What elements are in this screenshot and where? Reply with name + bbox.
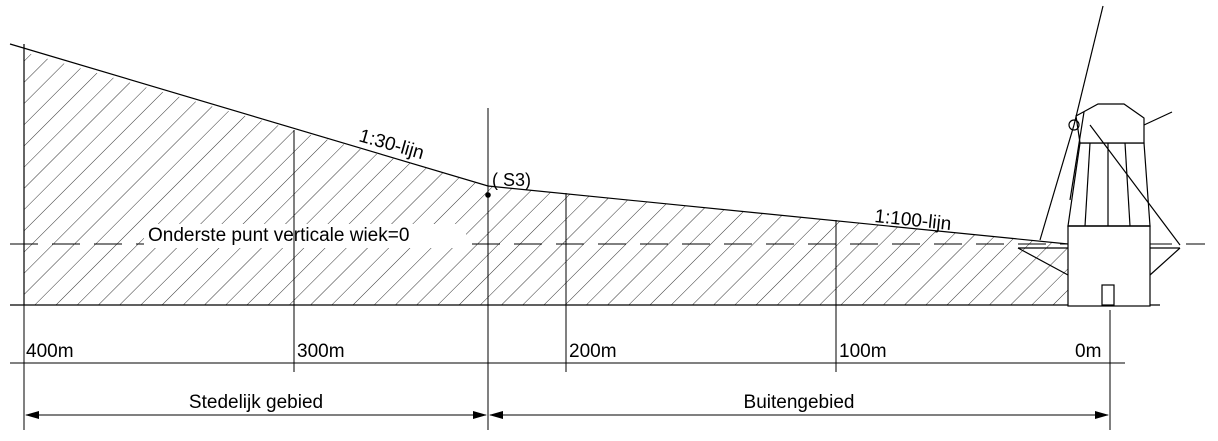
windmill-icon: [1017, 5, 1181, 307]
protected-zone: [9, 43, 1069, 305]
distance-label-100: 100m: [839, 341, 887, 362]
zone-right-label: Buitengebied: [744, 392, 855, 413]
distance-label-0: 0m: [1075, 341, 1101, 362]
distance-label-300: 300m: [297, 341, 345, 362]
distance-ticks: [23, 108, 1111, 430]
zone-left-label: Stedelijk gebied: [189, 392, 323, 413]
distance-label-400: 400m: [26, 341, 74, 362]
s3-point: [485, 192, 491, 198]
baseline-note: Onderste punt verticale wiek=0: [148, 225, 409, 246]
distance-label-200: 200m: [569, 341, 617, 362]
s3-label: ( S3): [492, 170, 531, 190]
